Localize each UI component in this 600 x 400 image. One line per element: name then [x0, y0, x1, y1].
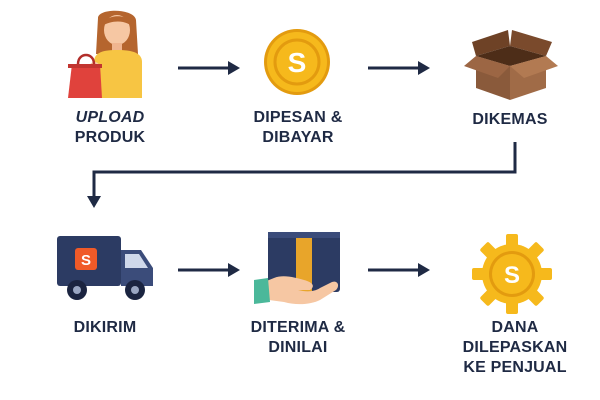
gear-coin-icon: S — [472, 234, 552, 314]
arrowhead-3 — [87, 196, 101, 208]
arrowhead-5 — [418, 263, 430, 277]
step-released-line1: DANA — [491, 319, 539, 336]
step-upload-line1: UPLOAD — [75, 109, 145, 126]
step-shipped-line1: DIKIRIM — [73, 319, 137, 336]
gear-coin-symbol: S — [504, 262, 520, 289]
arrowhead-1 — [228, 61, 240, 75]
handshake-package-icon — [254, 232, 340, 305]
step-packed-line1: DIKEMAS — [472, 111, 548, 128]
coin-symbol: S — [288, 47, 307, 78]
step-label-paid: DIPESAN & DIBAYAR — [238, 108, 358, 148]
step-paid-line1: DIPESAN & — [253, 109, 343, 126]
step-received-line2: DINILAI — [268, 339, 328, 356]
step-received-line1: DITERIMA & — [250, 319, 346, 336]
step-label-packed: DIKEMAS — [455, 110, 565, 130]
truck-logo-symbol: S — [81, 252, 91, 269]
step-label-received: DITERIMA & DINILAI — [238, 318, 358, 358]
step-label-released: DANA DILEPASKAN KE PENJUAL — [440, 318, 590, 378]
arrow-packed-to-shipped — [92, 142, 517, 198]
step-label-upload: UPLOAD PRODUK — [55, 108, 165, 148]
step-upload-line2: PRODUK — [74, 129, 146, 146]
open-box-icon — [464, 30, 558, 100]
coin-icon: S — [264, 29, 330, 95]
arrowhead-4 — [228, 263, 240, 277]
step-label-shipped: DIKIRIM — [50, 318, 160, 338]
step-paid-line2: DIBAYAR — [262, 129, 334, 146]
step-released-line3: KE PENJUAL — [463, 359, 567, 376]
delivery-truck-icon: S — [57, 236, 153, 300]
woman-with-shopping-bag-icon — [68, 10, 142, 98]
step-released-line2: DILEPASKAN — [462, 339, 568, 356]
arrowhead-2 — [418, 61, 430, 75]
